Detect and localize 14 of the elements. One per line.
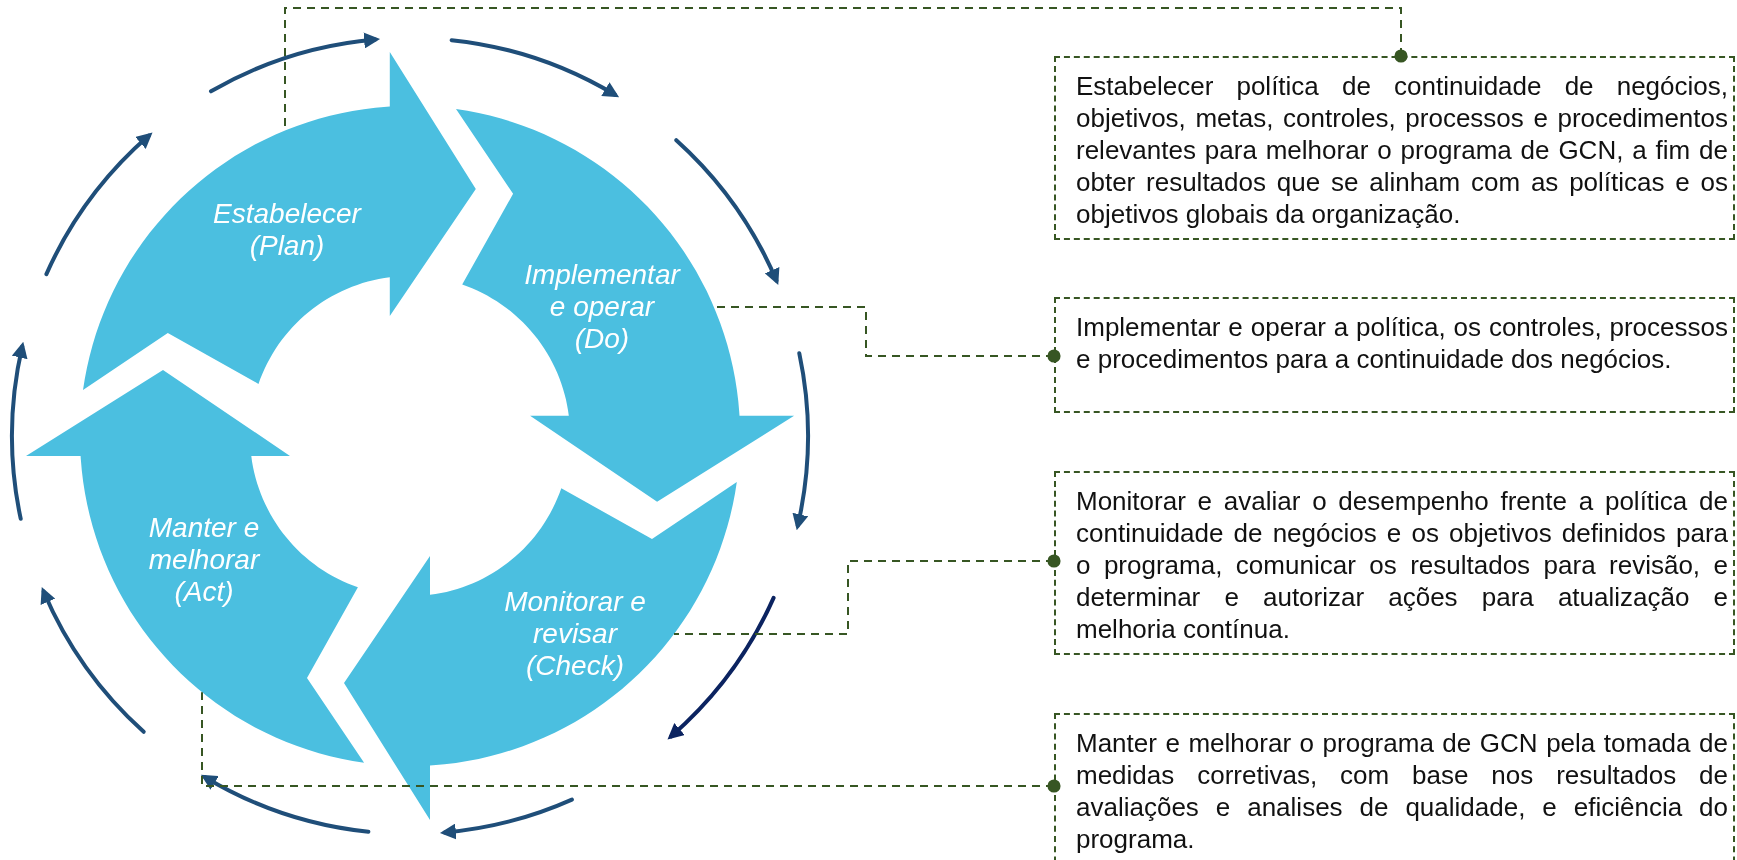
- leader-line: [201, 691, 1061, 793]
- description-text: Monitorar e avaliar o desempenho frente a política de continuidade de negócios e os objetivos definidos para o programa, comunicar os resultados para revisão, e determinar e autorizar ações para atualização e melhoria contínua.: [1076, 485, 1728, 645]
- text-box: [1054, 713, 1735, 860]
- leader-line: [673, 554, 1061, 635]
- description-text: Estabelecer política de continuidade de negócios, objetivos, metas, controles, processos e procedimentos relevantes para melhorar o programa de GCN, a fim de obter resultados que se alinham com as políticas e os objetivos globais da organização.: [1076, 70, 1728, 230]
- text-box: [1054, 297, 1735, 413]
- phase-label: Implementar e operar (Do): [523, 259, 682, 355]
- description-text: Implementar e operar a política, os controles, processos e procedimentos para a continuidade dos negócios.: [1076, 311, 1728, 375]
- text-box: [1054, 471, 1735, 655]
- phase-label: Monitorar e revisar (Check): [503, 586, 647, 682]
- description-text: Manter e melhorar o programa de GCN pela tomada de medidas corretivas, com base nos resultados de avaliações e analises de qualidade, e eficiência do programa.: [1076, 727, 1728, 855]
- phase-label: Estabelecer (Plan): [212, 198, 363, 262]
- text-box: [1054, 56, 1735, 240]
- phase-label: Manter e melhorar (Act): [147, 512, 262, 608]
